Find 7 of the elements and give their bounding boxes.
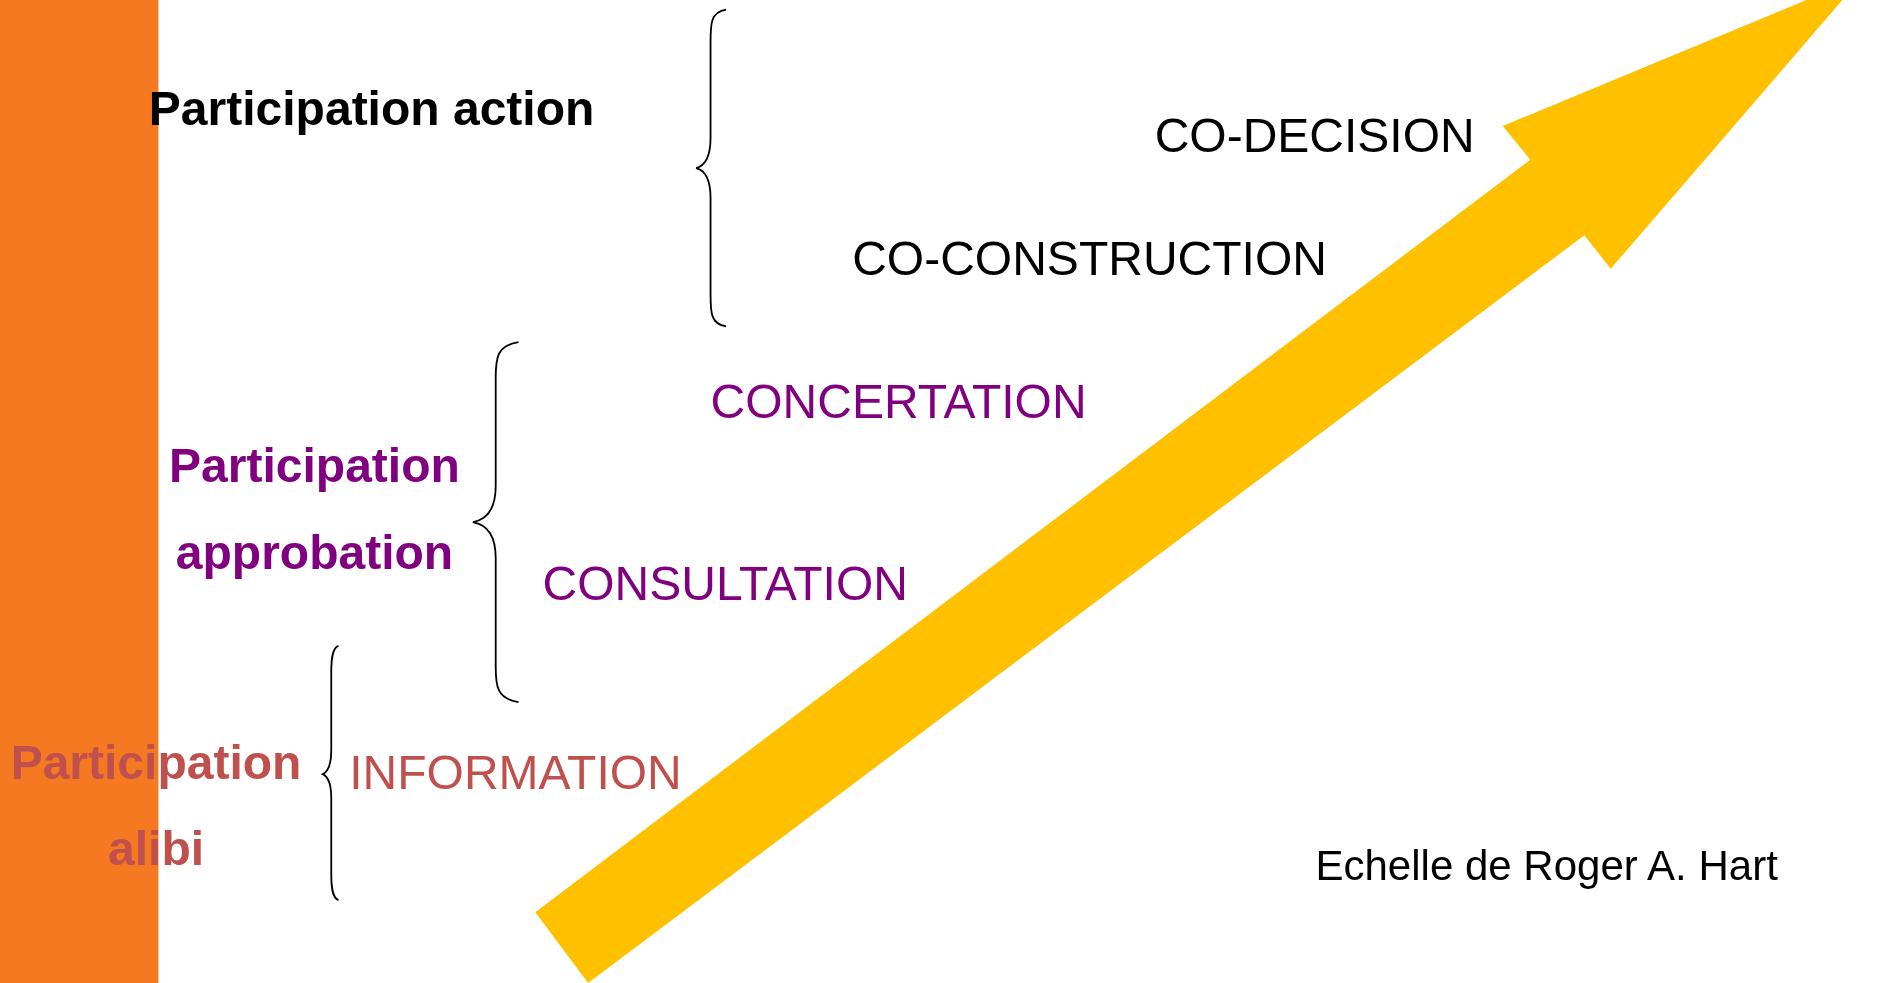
source-note: Echelle de Roger A. Hart — [1315, 841, 1778, 890]
group-heading: Participation approbation — [168, 438, 461, 581]
level-label: CO-DECISION — [1154, 108, 1475, 164]
level-label: CONSULTATION — [542, 555, 908, 611]
level-label: CONCERTATION — [710, 373, 1087, 429]
level-label: CO-CONSTRUCTION — [852, 230, 1327, 286]
level-label: INFORMATION — [349, 744, 682, 800]
